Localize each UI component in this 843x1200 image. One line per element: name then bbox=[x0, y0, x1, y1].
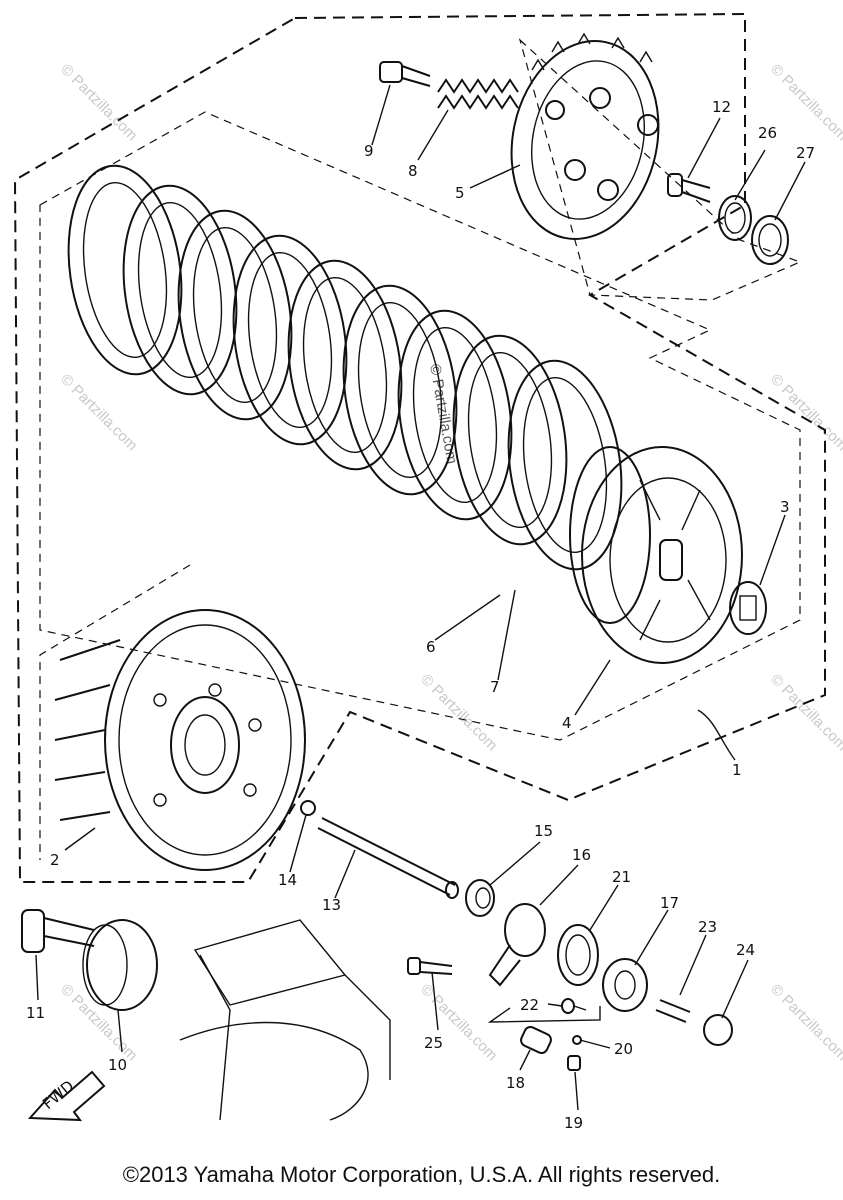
callout-21: 21 bbox=[612, 868, 631, 886]
washer-27 bbox=[751, 215, 789, 265]
gear-10 bbox=[82, 919, 158, 1011]
ball-20 bbox=[572, 1035, 582, 1045]
watermark: © Partzilla.com bbox=[57, 61, 140, 144]
callout-3: 3 bbox=[780, 498, 790, 516]
screw-19 bbox=[567, 1055, 581, 1071]
fwd-label: FWD bbox=[39, 1077, 77, 1113]
push-lever-16 bbox=[488, 903, 546, 987]
watermark: © Partzilla.com bbox=[57, 981, 140, 1064]
callout-12: 12 bbox=[712, 98, 731, 116]
adjust-screw-23 bbox=[655, 999, 691, 1023]
watermark: © Partzilla.com bbox=[767, 671, 843, 754]
pressure-plate bbox=[510, 32, 660, 240]
clutch-spring bbox=[437, 78, 519, 110]
clutch-plate-stack bbox=[67, 164, 623, 571]
callout-8: 8 bbox=[408, 162, 418, 180]
callout-7: 7 bbox=[490, 678, 500, 696]
callout-15: 15 bbox=[534, 822, 553, 840]
washer-26 bbox=[718, 195, 752, 241]
callout-10: 10 bbox=[108, 1056, 127, 1074]
watermark: © Partzilla.com bbox=[767, 981, 843, 1064]
callout-1: 1 bbox=[732, 761, 742, 779]
nut-24 bbox=[703, 1014, 733, 1046]
screw-25 bbox=[407, 957, 453, 975]
callout-18: 18 bbox=[506, 1074, 525, 1092]
gear-group-outline bbox=[39, 564, 191, 860]
bolt-11 bbox=[21, 909, 95, 953]
callout-27: 27 bbox=[796, 144, 815, 162]
callout-25: 25 bbox=[424, 1034, 443, 1052]
clutch-assembly-outline bbox=[13, 12, 826, 883]
copyright-notice: ©2013 Yamaha Motor Corporation, U.S.A. A… bbox=[122, 1162, 721, 1187]
callout-14: 14 bbox=[278, 871, 297, 889]
callout-6: 6 bbox=[426, 638, 436, 656]
callout-26: 26 bbox=[758, 124, 777, 142]
clutch-boss bbox=[569, 446, 743, 664]
callout-22: 22 bbox=[520, 996, 539, 1014]
washer-3 bbox=[729, 581, 767, 635]
screw-22 bbox=[561, 998, 587, 1014]
pin-18 bbox=[520, 1025, 552, 1055]
watermark: © Partzilla.com bbox=[417, 671, 500, 754]
oil-seal-21 bbox=[557, 924, 599, 986]
callout-5: 5 bbox=[455, 184, 465, 202]
callout-24: 24 bbox=[736, 941, 755, 959]
leader-lines bbox=[35, 84, 806, 1111]
forward-direction-arrow: FWD bbox=[27, 1070, 106, 1122]
primary-driven-gear bbox=[54, 609, 306, 871]
callout-11: 11 bbox=[26, 1004, 45, 1022]
push-rod-12 bbox=[667, 173, 711, 203]
callout-23: 23 bbox=[698, 918, 717, 936]
callout-4: 4 bbox=[562, 714, 572, 732]
watermark: © Partzilla.com bbox=[767, 371, 843, 454]
callout-labels: 1 2 3 4 5 6 7 8 9 10 11 12 13 14 15 16 1… bbox=[26, 98, 815, 1132]
bolt-9 bbox=[379, 61, 431, 87]
ball-14 bbox=[300, 800, 316, 816]
callout-20: 20 bbox=[614, 1040, 633, 1058]
callout-19: 19 bbox=[564, 1114, 583, 1132]
crankcase-sketch bbox=[179, 919, 391, 1121]
callout-9: 9 bbox=[364, 142, 374, 160]
push-rod-13 bbox=[317, 817, 459, 899]
callout-13: 13 bbox=[322, 896, 341, 914]
callout-2: 2 bbox=[50, 851, 60, 869]
watermark: © Partzilla.com bbox=[767, 61, 843, 144]
watermark-layer: © Partzilla.com © Partzilla.com © Partzi… bbox=[57, 61, 843, 1064]
callout-16: 16 bbox=[572, 846, 591, 864]
callout-17: 17 bbox=[660, 894, 679, 912]
bearing-15 bbox=[465, 879, 495, 917]
adjuster-17 bbox=[602, 958, 648, 1012]
plate-group-outline bbox=[39, 111, 801, 741]
boss-group-outline bbox=[518, 38, 802, 301]
watermark: © Partzilla.com bbox=[57, 371, 140, 454]
lever-group-outline bbox=[487, 1006, 601, 1023]
